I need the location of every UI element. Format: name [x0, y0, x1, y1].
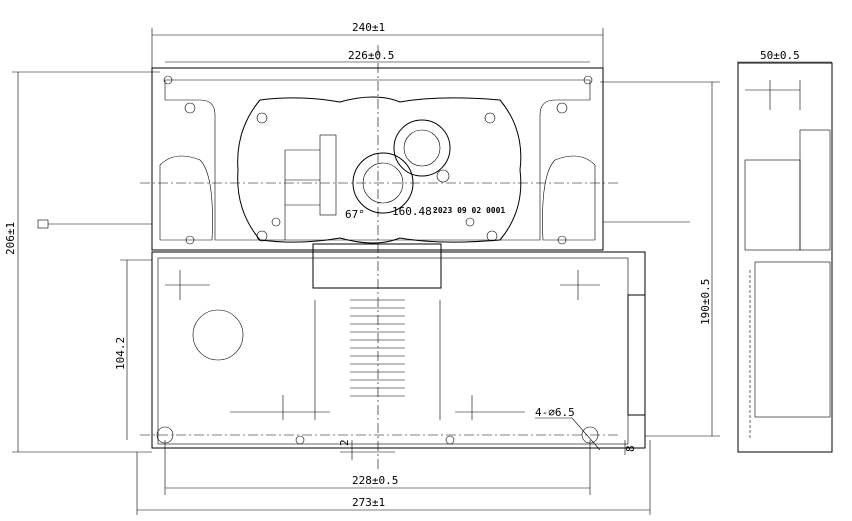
dim-base-width: 273±1 [352, 496, 385, 509]
upper-frame [151, 67, 604, 251]
dimension-lines [12, 28, 832, 515]
side-view [737, 62, 833, 453]
dim-side-depth: 50±0.5 [760, 49, 800, 62]
cable-left [37, 219, 152, 229]
dim-lower-box-height: 104.2 [114, 337, 127, 370]
dim-body-height: 190±0.5 [699, 279, 712, 325]
dim-overall-height: 206±1 [4, 222, 17, 255]
serial-number: 2023 09 02 0001 [433, 206, 505, 215]
dim-offset-small: 2 [338, 439, 351, 446]
angle-small: 67° [345, 208, 365, 221]
dim-offset-edge: 8 [624, 445, 637, 452]
dim-hole-spacing-top: 226±0.5 [348, 49, 394, 62]
vent-slots [350, 299, 405, 397]
dim-hole-spacing-bottom: 228±0.5 [352, 474, 398, 487]
dim-overall-width: 240±1 [352, 21, 385, 34]
dim-mounting-holes: 4-⌀6.5 [535, 406, 575, 419]
gear-housing [237, 96, 522, 289]
lower-box [151, 251, 646, 449]
angle-large: 160.48° [392, 205, 438, 218]
